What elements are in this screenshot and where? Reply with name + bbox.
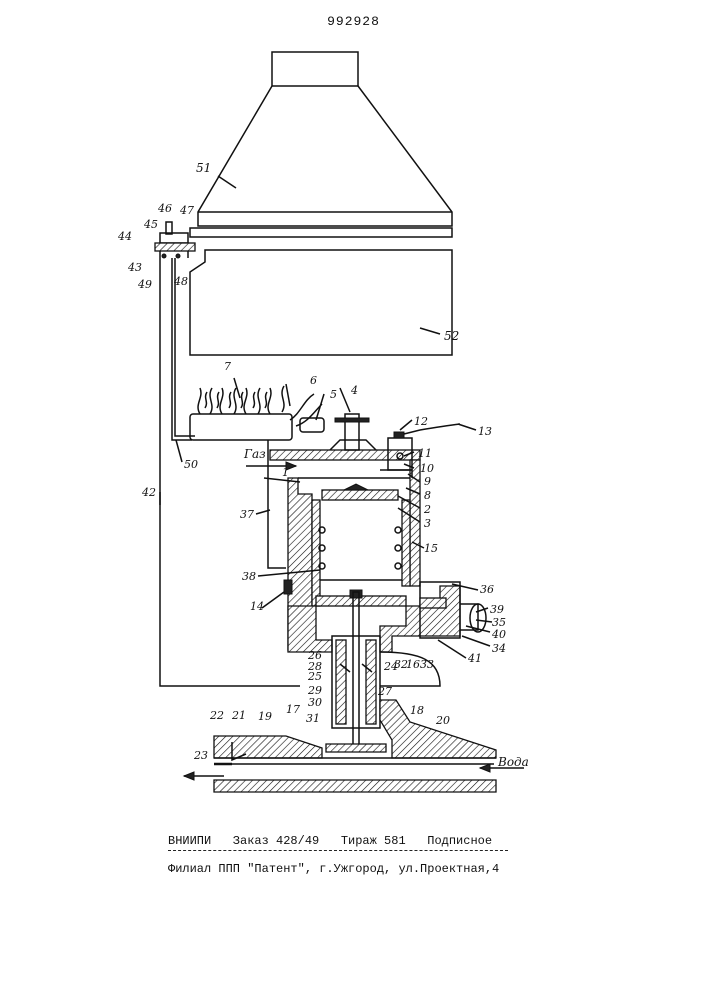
label-18: 18 (410, 704, 424, 717)
label-3: 3 (424, 517, 431, 530)
label-27: 27 (377, 685, 392, 698)
exhaust-hood (190, 52, 452, 237)
label-5: 5 (330, 388, 337, 401)
label-44: 44 (117, 230, 132, 243)
label-31: 31 (306, 712, 320, 725)
pipes (160, 258, 300, 686)
label-49: 49 (137, 278, 152, 291)
label-38: 38 (242, 570, 256, 583)
heat-exchanger (190, 250, 452, 355)
label-51: 51 (196, 161, 211, 175)
label-2: 2 (423, 503, 431, 516)
label-43: 43 (127, 261, 142, 274)
label-15: 15 (424, 542, 438, 555)
label-10: 10 (420, 462, 434, 475)
label-21: 21 (231, 709, 246, 722)
label-22: 22 (209, 709, 224, 722)
label-6: 6 (310, 374, 317, 387)
label-water: Вода (497, 755, 529, 769)
label-37: 37 (240, 508, 254, 521)
label-36: 36 (480, 583, 494, 596)
label-30: 30 (308, 696, 322, 709)
label-17: 17 (286, 703, 300, 716)
label-8: 8 (424, 489, 431, 502)
label-28: 28 (307, 660, 322, 673)
label-9: 9 (424, 475, 431, 488)
label-32: 32 (394, 658, 408, 671)
label-48: 48 (173, 275, 188, 288)
label-13: 13 (478, 425, 492, 438)
label-50: 50 (184, 458, 198, 471)
label-14: 14 (250, 600, 264, 613)
label-16: 16 (406, 658, 420, 671)
label-7: 7 (224, 360, 231, 373)
label-42: 42 (141, 486, 156, 499)
imprint-divider (168, 850, 508, 851)
label-41: 41 (467, 652, 482, 665)
label-46: 46 (157, 202, 172, 215)
label-52: 52 (444, 329, 459, 343)
imprint-line-1: ВНИИПИ Заказ 428/49 Тираж 581 Подписное (168, 834, 508, 848)
label-20: 20 (435, 714, 450, 727)
label-4: 4 (350, 384, 358, 397)
label-gas: Газ (243, 447, 266, 461)
label-1: 1 (282, 466, 289, 479)
imprint-line-2: Филиал ППП "Патент", г.Ужгород, ул.Проек… (168, 862, 508, 876)
label-12: 12 (414, 415, 428, 428)
label-34: 34 (492, 642, 506, 655)
label-47: 47 (179, 204, 194, 217)
label-11: 11 (418, 447, 432, 460)
label-40: 40 (491, 628, 506, 641)
label-33: 33 (420, 658, 434, 671)
label-23: 23 (193, 749, 208, 762)
label-39: 39 (490, 603, 504, 616)
pilot-valve (155, 222, 195, 258)
label-19: 19 (258, 710, 272, 723)
label-45: 45 (143, 218, 158, 231)
